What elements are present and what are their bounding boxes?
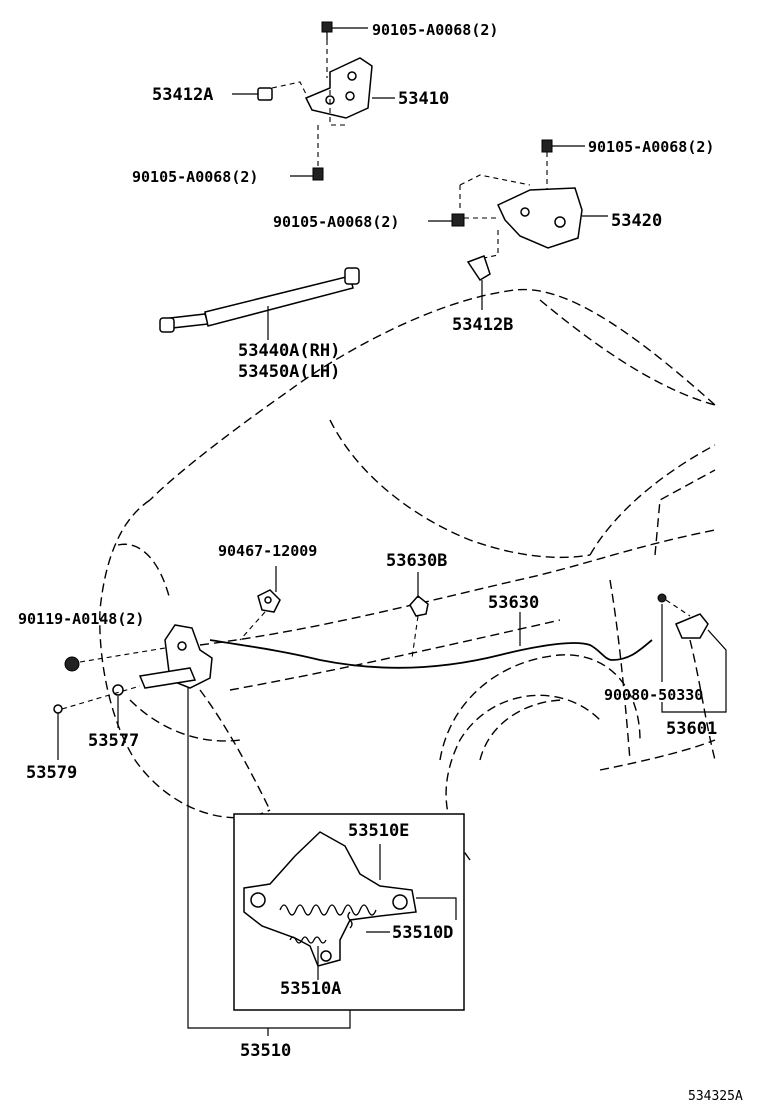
label-spring-d: 53510D [392,923,453,943]
hood-hinge-rh [428,139,608,310]
label-bolt-left: 90105-A0068(2) [132,168,258,186]
hood-support [159,267,360,340]
hood-hinge-lh [232,21,395,181]
label-clip-b: 53630B [386,551,447,571]
label-spring-e: 53510E [348,821,409,841]
hood-lock-assembly [53,624,351,1036]
label-stopper-a: 53577 [88,731,139,751]
label-bolt-right-top: 90105-A0068(2) [588,138,714,156]
label-cushion-a: 53412A [152,85,213,105]
label-diagram-id: 534325A [688,1089,743,1104]
release-cable [209,566,727,713]
label-lever-bolt: 90080-50330 [604,686,703,704]
label-bolt-right-mid: 90105-A0068(2) [273,213,399,231]
label-spring-a: 53510A [280,979,341,999]
label-hinge-lh: 53410 [398,89,449,109]
label-cushion-b: 53412B [452,315,513,335]
label-lock-assy: 53510 [240,1041,291,1061]
label-bolt-lock: 90119-A0148(2) [18,610,144,628]
label-support-rh: 53440A(RH) [238,341,340,361]
label-support-lh: 53450A(LH) [238,362,340,382]
label-cable: 53630 [488,593,539,613]
label-stopper-b: 53579 [26,763,77,783]
lock-detail-box [233,813,465,1011]
car-body-outline [99,288,716,861]
part-labels: 90105-A0068(2) 53412A 53410 90105-A0068(… [18,21,743,1104]
label-clamp: 90467-12009 [218,542,317,560]
label-lever: 53601 [666,719,717,739]
label-hinge-rh: 53420 [611,211,662,231]
label-bolt-top: 90105-A0068(2) [372,21,498,39]
